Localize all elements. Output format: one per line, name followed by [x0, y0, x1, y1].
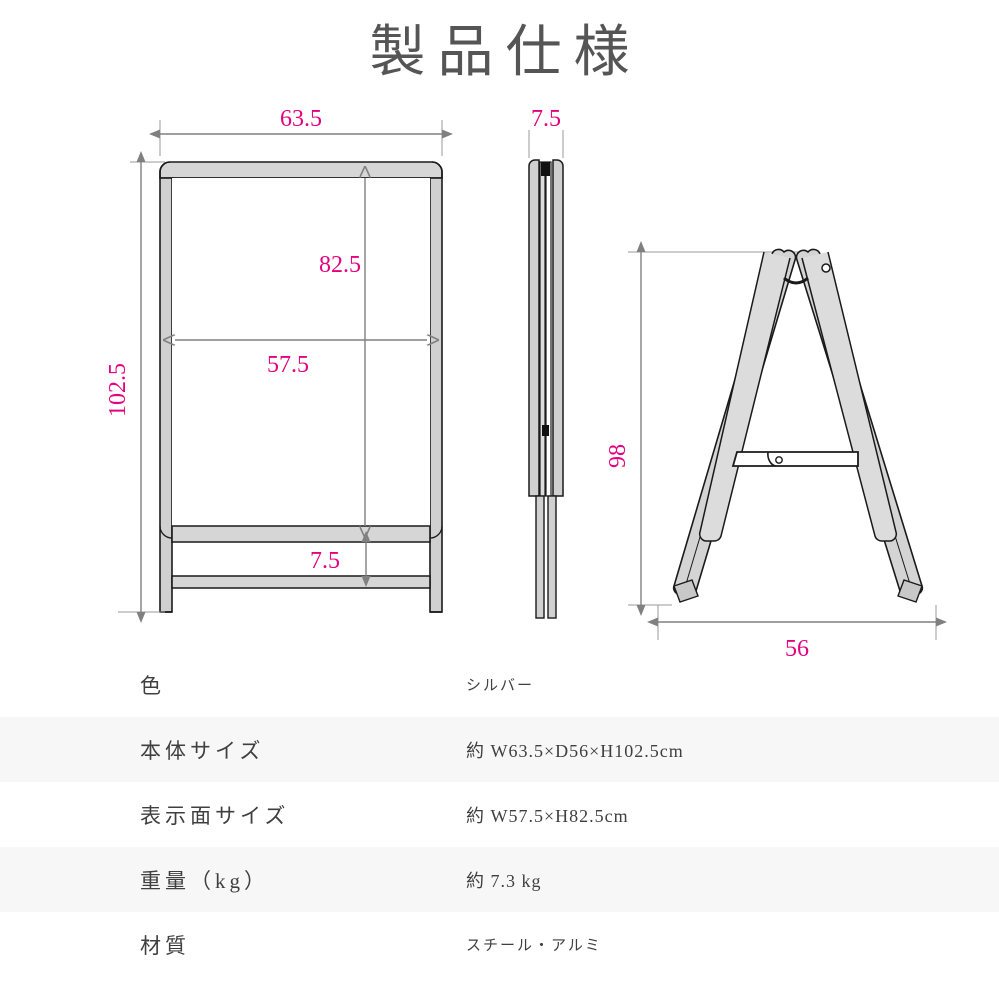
spec-value: シルバー	[466, 678, 535, 694]
folded-left-post	[528, 159, 540, 497]
spec-value: スチール・アルミ	[466, 938, 602, 954]
folded-leg-left	[535, 495, 545, 619]
front-view: 63.5 102.5 82.5 57.5 7.5	[105, 106, 453, 623]
apex-hinge	[783, 276, 809, 285]
spec-value: 約 W57.5×H82.5cm	[466, 805, 629, 826]
folded-right-post	[552, 159, 564, 497]
product-dimension-drawing: 63.5 102.5 82.5 57.5 7.5 7.5	[0, 100, 999, 680]
frame-top-rail	[159, 161, 443, 179]
page-title: 製品仕様	[369, 22, 642, 84]
table-row: 本体サイズ 約 W63.5×D56×H102.5cm	[0, 717, 999, 782]
spec-value: 約 7.3 kg	[466, 870, 542, 891]
table-row: 色 シルバー	[0, 652, 999, 717]
folded-leg-right	[547, 495, 557, 619]
side-folded-view: 7.5	[528, 106, 564, 619]
folded-top-notch	[541, 162, 550, 176]
folded-inner-rail-left	[539, 161, 546, 497]
dimension-side-spread: 56	[785, 636, 809, 662]
table-row: 表示面サイズ 約 W57.5×H82.5cm	[0, 782, 999, 847]
frame-foot-rail	[171, 575, 431, 589]
side-front-frame-stub	[698, 251, 791, 542]
side-front-foot	[673, 579, 699, 603]
cross-brace	[731, 451, 859, 467]
dimension-side-height: 98	[605, 444, 631, 468]
spec-label: 材質	[140, 933, 190, 958]
display-panel	[172, 178, 430, 526]
cross-brace-bracket	[767, 451, 777, 467]
spec-label: 重量（kg）	[140, 868, 269, 893]
side-rear-frame-stub	[801, 251, 898, 542]
dimension-outer-width: 63.5	[280, 106, 322, 132]
spec-label: 表示面サイズ	[140, 803, 290, 828]
spec-label: 色	[140, 673, 165, 698]
apex-hinge-pin	[821, 263, 831, 273]
spec-value: 約 W63.5×D56×H102.5cm	[466, 740, 684, 761]
side-rear-foot	[897, 579, 923, 603]
frame-panel-bottom-rail	[171, 525, 431, 543]
cross-brace-pin	[775, 456, 783, 464]
dimension-panel-width: 57.5	[267, 352, 309, 378]
frame-right-post	[429, 177, 443, 613]
frame-left-post	[159, 177, 173, 613]
side-view: 98 56	[605, 241, 947, 662]
dimension-bottom-gap: 7.5	[310, 548, 340, 574]
dimension-panel-height: 82.5	[319, 252, 361, 278]
spec-label: 本体サイズ	[140, 738, 265, 763]
folded-inner-rail-right	[545, 161, 552, 497]
dimension-folded-thickness: 7.5	[531, 106, 561, 132]
folded-latch	[542, 425, 549, 436]
table-row: 重量（kg） 約 7.3 kg	[0, 847, 999, 912]
dimension-outer-height: 102.5	[105, 363, 131, 417]
table-row: 材質 スチール・アルミ	[0, 912, 999, 977]
spec-table: 色 シルバー 本体サイズ 約 W63.5×D56×H102.5cm 表示面サイズ…	[0, 652, 999, 977]
